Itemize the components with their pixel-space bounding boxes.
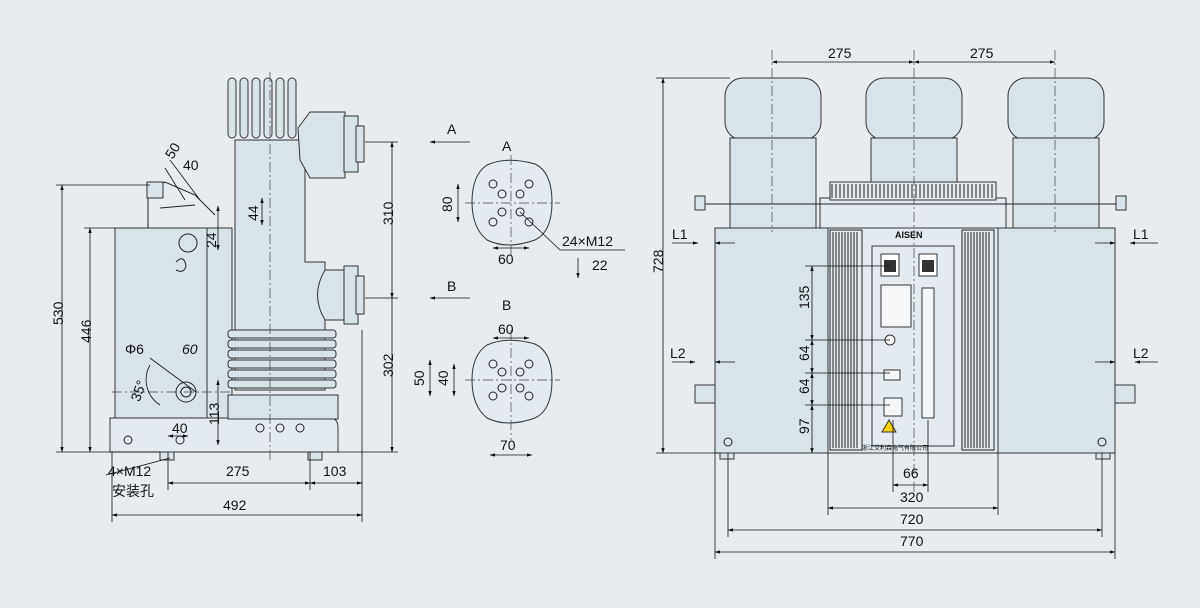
- front-dim-275-right: 275: [970, 45, 994, 61]
- company-name: 浙江艾利森电气有限公司: [862, 444, 928, 452]
- manual-socket[interactable]: [883, 397, 903, 417]
- view-b-dim-40: 40: [435, 370, 451, 386]
- pole-support: [227, 394, 339, 420]
- pole-cap-left: [724, 77, 822, 141]
- upper-terminal-pad: [355, 125, 365, 163]
- side-shaft-right: [1114, 384, 1136, 404]
- housing-side-panel: [206, 227, 233, 419]
- left-foot: [159, 451, 175, 461]
- dim-40-top: 40: [183, 157, 199, 173]
- top-fins: [227, 77, 297, 139]
- dim-50: 50: [162, 140, 184, 162]
- front-dim-135: 135: [796, 285, 812, 309]
- dim-103: 103: [323, 463, 347, 479]
- dim-275: 275: [226, 463, 250, 479]
- view-a-dim-80: 80: [439, 196, 455, 212]
- dim-l1-left: L1: [672, 226, 688, 242]
- pole-body-right: [1012, 137, 1100, 229]
- top-bar: [829, 181, 997, 201]
- dim-angle-35: 35°: [127, 378, 149, 403]
- dim-530: 530: [50, 301, 66, 325]
- vent-slots: [831, 184, 993, 198]
- shaft-end-left: [694, 195, 706, 211]
- terminal-a-pad: [471, 159, 553, 246]
- front-dim-720: 720: [900, 511, 924, 527]
- dim-l1-right: L1: [1133, 226, 1149, 242]
- foot-bolt-right: [1097, 437, 1107, 447]
- front-view: AISEN 浙江艾利森电气有限公司: [650, 45, 1158, 559]
- side-shaft-left: [694, 384, 716, 404]
- view-b-dim-70: 70: [500, 437, 516, 453]
- dim-l2-left: L2: [670, 345, 686, 361]
- right-grille: [961, 229, 995, 451]
- shaft-hole: [178, 233, 198, 253]
- foot-bolt-left: [723, 437, 733, 447]
- view-a-depth: 22: [592, 257, 608, 273]
- view-a-title: A: [502, 138, 512, 154]
- lower-terminal-pad: [355, 275, 365, 315]
- front-dim-97: 97: [796, 418, 812, 434]
- view-b-title: B: [502, 297, 511, 313]
- arrow-a-label: A: [447, 121, 457, 137]
- dim-113: 113: [206, 402, 222, 425]
- pole-body-left: [729, 137, 817, 229]
- lower-bellows: [227, 329, 337, 389]
- dim-310: 310: [380, 201, 396, 225]
- dim-l2-right: L2: [1133, 345, 1149, 361]
- front-dim-728: 728: [650, 249, 666, 273]
- dim-24: 24: [203, 232, 219, 248]
- hook-symbol: [175, 258, 187, 272]
- dim-60: 60: [182, 341, 198, 357]
- dim-44: 44: [245, 205, 261, 221]
- view-a-dim-60: 60: [498, 251, 514, 267]
- view-b-dim-60: 60: [498, 321, 514, 337]
- terminal-view-b: B 60 50 40 70: [411, 297, 560, 457]
- top-frame: [819, 197, 1007, 229]
- shaft-end-right: [1115, 195, 1127, 211]
- warning-icon: [881, 419, 897, 433]
- mount-hole-spec: 4×M12: [108, 463, 151, 479]
- terminal-view-a: A 80 60 24×M12 22: [439, 138, 625, 279]
- right-foot: [307, 451, 323, 461]
- brand-logo: AISEN: [895, 230, 923, 240]
- front-dim-66: 66: [903, 465, 919, 481]
- dim-492: 492: [223, 497, 247, 513]
- nameplate: [880, 284, 912, 328]
- terminal-b-pad: [471, 339, 553, 424]
- front-dim-64-a: 64: [796, 345, 812, 361]
- dim-302: 302: [380, 353, 396, 377]
- terminal-views: A B A 80 60 24×M12 22: [411, 121, 625, 457]
- arrow-b-label: B: [447, 278, 456, 294]
- front-dim-275-left: 275: [828, 45, 852, 61]
- front-dim-320: 320: [900, 489, 924, 505]
- view-b-dim-50: 50: [411, 370, 427, 386]
- foot-left: [719, 452, 735, 460]
- mount-bolt: [123, 435, 133, 445]
- dim-40-bottom: 40: [172, 420, 188, 436]
- upper-terminal-arm: [297, 111, 346, 179]
- base-frame: [109, 417, 339, 453]
- control-panel: [871, 245, 955, 447]
- lower-terminal-arm: [317, 269, 346, 321]
- side-view: 50 40 44 24 310 302 530 446 Φ6 60 35° 40…: [50, 72, 398, 522]
- view-a-thread: 24×M12: [562, 233, 613, 249]
- front-dim-770: 770: [900, 533, 924, 549]
- foot-right: [1095, 452, 1111, 460]
- linkage-bracket: [146, 181, 164, 199]
- counter-window: [921, 287, 935, 419]
- dim-446: 446: [78, 319, 94, 343]
- front-dim-64-b: 64: [796, 378, 812, 394]
- pole-cap-right: [1007, 77, 1105, 141]
- dim-phi6: Φ6: [125, 341, 144, 357]
- mount-hole-label: 安装孔: [112, 483, 154, 499]
- counter-display: [883, 369, 901, 381]
